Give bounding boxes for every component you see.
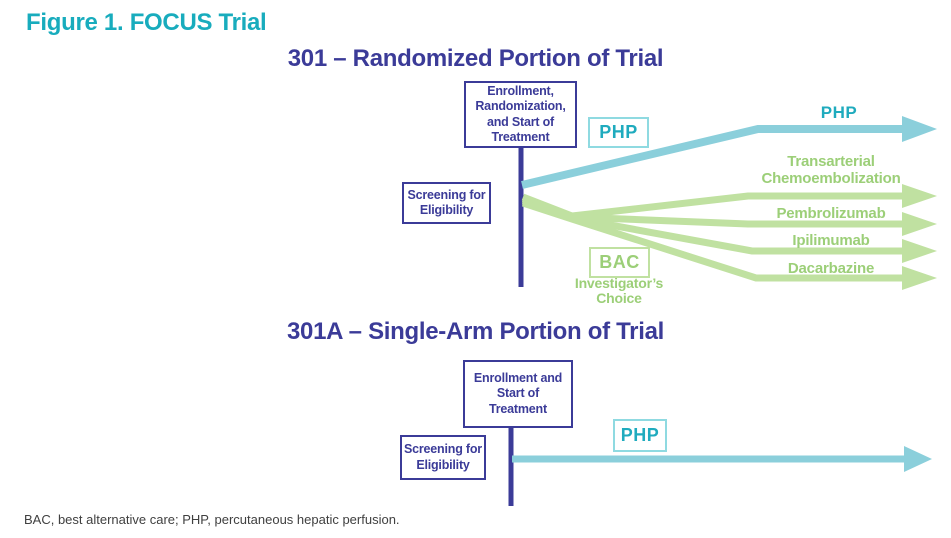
dacarbazine-arm-line bbox=[521, 199, 904, 282]
bac-label-text: BAC bbox=[599, 252, 640, 272]
dacarbazine-arm-label-line: Dacarbazine bbox=[787, 260, 875, 277]
dacarbazine-arm-arrowhead-icon bbox=[902, 266, 937, 290]
php-label-text: PHP bbox=[599, 122, 638, 142]
heading-randomized-portion: 301 – Randomized Portion of Trial bbox=[287, 45, 664, 72]
screening-eligibility-box-randomized: Screening for Eligibility bbox=[402, 182, 491, 224]
enrollment-box-line: Treatment bbox=[491, 129, 550, 144]
bac-caption-line: Investigator’s bbox=[574, 275, 664, 291]
figure-title: Figure 1. FOCUS Trial bbox=[26, 9, 267, 36]
php-label-box-single-arm: PHP bbox=[613, 419, 667, 452]
ipilimumab-arm-label: Ipilimumab bbox=[726, 232, 936, 249]
screening-box-line: Eligibility bbox=[419, 203, 474, 217]
ipilimumab-arm-arrowhead-icon bbox=[902, 239, 937, 263]
enrollment-box-line: Start of bbox=[496, 386, 540, 401]
pembrolizumab-arm-label: Pembrolizumab bbox=[726, 205, 936, 222]
tace-arm-label: Transarterial Chemoembolization bbox=[726, 153, 936, 187]
screening-box-line: Eligibility bbox=[416, 457, 470, 472]
enrollment-box-line: Randomization, bbox=[475, 99, 566, 114]
heading-single-arm-portion: 301A – Single-Arm Portion of Trial bbox=[287, 318, 664, 345]
tace-arm-label-line: Transarterial bbox=[787, 153, 875, 170]
bac-label-box: BAC bbox=[589, 247, 650, 278]
enrollment-randomization-box: Enrollment, Randomization, and Start of … bbox=[464, 81, 577, 148]
screening-eligibility-box-single-arm: Screening for Eligibility bbox=[400, 435, 486, 480]
ipilimumab-arm-label-line: Ipilimumab bbox=[792, 232, 870, 249]
enrollment-box-line: Enrollment and bbox=[473, 371, 563, 386]
php-arm-arrowhead-icon bbox=[902, 116, 937, 142]
bac-investigators-choice-caption: Investigator’s Choice bbox=[559, 276, 679, 305]
pembrolizumab-arm-label-line: Pembrolizumab bbox=[776, 205, 886, 222]
php-label-text: PHP bbox=[620, 425, 660, 445]
screening-box-line: Screening for bbox=[407, 187, 486, 202]
enrollment-box-line: Enrollment, bbox=[487, 84, 554, 98]
tace-arm-arrowhead-icon bbox=[902, 184, 937, 208]
dacarbazine-arm-label: Dacarbazine bbox=[726, 260, 936, 277]
php-label-box-randomized: PHP bbox=[588, 117, 649, 148]
abbreviations-footnote: BAC, best alternative care; PHP, percuta… bbox=[24, 512, 400, 527]
enrollment-box-line: and Start of bbox=[486, 114, 555, 129]
pembrolizumab-arm-arrowhead-icon bbox=[902, 212, 937, 236]
enrollment-box-line: Treatment bbox=[489, 401, 547, 416]
php-arm-label: PHP bbox=[820, 103, 858, 122]
tace-arm-label-line: Chemoembolization bbox=[761, 170, 901, 187]
enrollment-start-box-single-arm: Enrollment and Start of Treatment bbox=[463, 360, 573, 428]
php-arm-line bbox=[521, 125, 904, 189]
bac-caption-line: Choice bbox=[596, 289, 642, 306]
single-arm-php-arrowhead-icon bbox=[904, 446, 932, 472]
screening-box-line: Screening for bbox=[404, 442, 482, 457]
